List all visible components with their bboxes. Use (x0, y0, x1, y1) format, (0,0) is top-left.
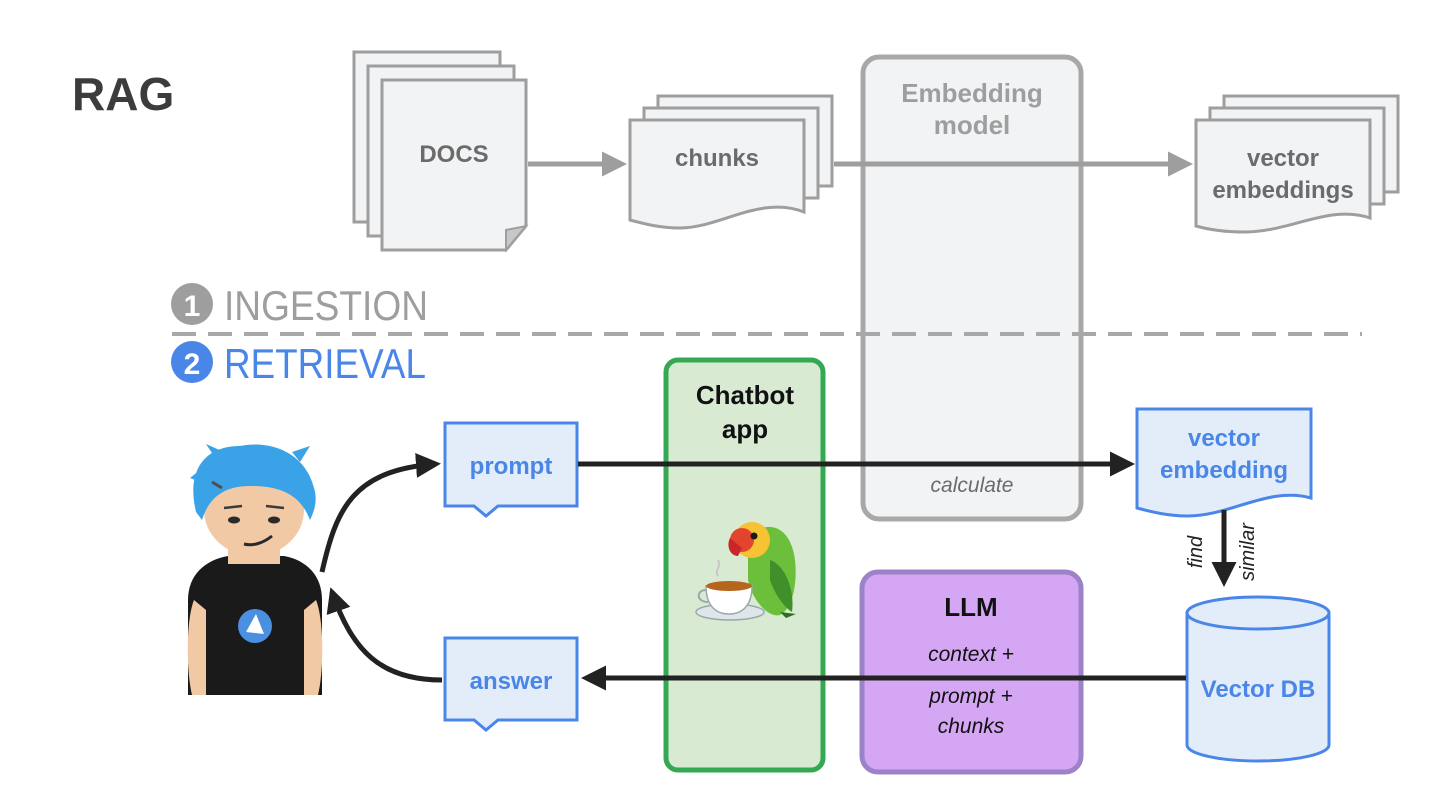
chunks-label: chunks (675, 145, 759, 172)
user-to-prompt-arrow (319, 452, 441, 573)
docs-label: DOCS (419, 141, 488, 168)
ingestion-heading: 1 INGESTION (171, 282, 428, 329)
ingestion-label: INGESTION (224, 282, 428, 329)
vector-embedding-label-line1: vector (1188, 425, 1260, 452)
chunks-stack: chunks (628, 94, 834, 230)
vector-embedding-label-line2: embedding (1160, 457, 1288, 484)
find-label: find (1185, 535, 1207, 568)
step-2-number: 2 (184, 348, 201, 381)
llm-prompt-line: prompt + (928, 685, 1012, 708)
answer-label: answer (470, 668, 553, 695)
vector-embeddings-stack: vector embeddings (1194, 94, 1400, 234)
embedding-model-label-line1: Embedding (901, 78, 1043, 108)
chatbot-app-box: Chatbot app (663, 357, 826, 773)
prompt-label: prompt (470, 453, 553, 480)
answer-callout: answer (443, 636, 579, 732)
user-avatar (187, 444, 323, 695)
vector-embeddings-label-line1: vector (1247, 145, 1319, 172)
embedding-model-box: Embedding model calculate (860, 54, 1084, 522)
llm-chunks-line: chunks (938, 715, 1005, 738)
vector-db-cylinder: Vector DB (1185, 595, 1331, 763)
chatbot-label-line1: Chatbot (696, 380, 795, 410)
retrieval-label: RETRIEVAL (224, 340, 426, 387)
chatbot-label-line2: app (722, 414, 768, 444)
embedding-model-label-line2: model (934, 110, 1011, 140)
similar-label: similar (1237, 522, 1259, 581)
vector-db-label: Vector DB (1201, 676, 1316, 703)
step-2-badge (171, 341, 213, 383)
retrieval-heading: 2 RETRIEVAL (171, 340, 426, 387)
step-1-number: 1 (184, 290, 201, 323)
llm-context-line: context + (928, 643, 1014, 666)
llm-label: LLM (944, 592, 997, 622)
parrot-teacup-illustration (695, 522, 796, 621)
llm-box: LLM context + prompt + chunks (859, 569, 1084, 775)
calculate-label: calculate (931, 474, 1014, 497)
answer-to-user-arrow (326, 587, 443, 683)
diagram-title: RAG (72, 68, 174, 120)
vector-embeddings-label-line2: embeddings (1212, 177, 1353, 204)
vector-embedding-doc: vector embedding (1135, 407, 1313, 518)
docs-stack: DOCS (352, 50, 529, 253)
prompt-callout: prompt (443, 421, 579, 518)
step-1-badge (171, 283, 213, 325)
